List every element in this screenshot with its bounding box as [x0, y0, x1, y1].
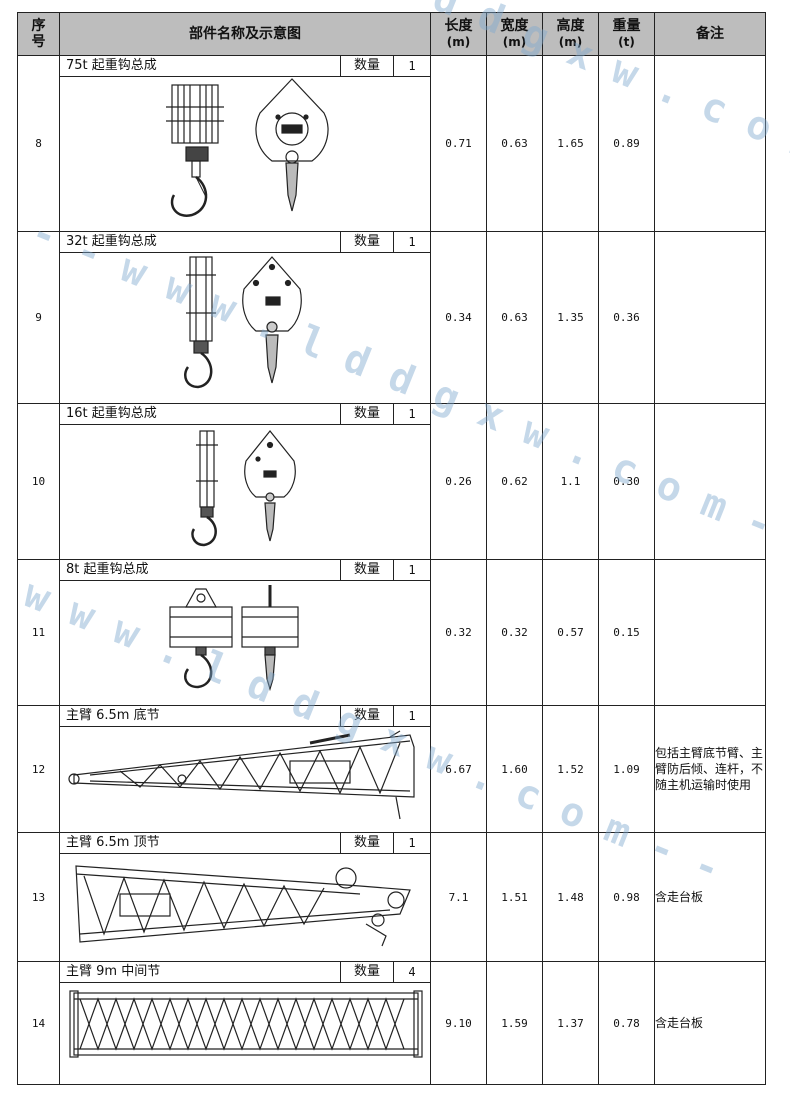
width-value: 0.32 — [486, 559, 543, 706]
remark-value — [654, 231, 766, 404]
hook-8t-drawing — [169, 585, 299, 692]
header-length: 长度(m) — [430, 12, 487, 56]
qty-value: 1 — [393, 56, 430, 76]
header-weight: 重量(t) — [598, 12, 655, 56]
length-value: 6.67 — [430, 705, 487, 833]
weight-value: 0.36 — [598, 231, 655, 404]
boom-top-section-drawing — [75, 865, 411, 947]
qty-label: 数量 — [340, 962, 393, 982]
hook-32t-drawing — [184, 256, 302, 389]
height-value: 1.65 — [542, 55, 599, 232]
remark-value — [654, 55, 766, 232]
width-value: 0.63 — [486, 231, 543, 404]
row-seq: 9 — [17, 231, 60, 404]
qty-value: 4 — [393, 962, 430, 982]
length-value: 0.32 — [430, 559, 487, 706]
height-value: 1.1 — [542, 403, 599, 560]
boom-intermediate-section-drawing — [69, 990, 423, 1058]
remark-value: 含走台板 — [654, 832, 766, 962]
qty-value: 1 — [393, 560, 430, 580]
height-value: 1.35 — [542, 231, 599, 404]
hook-16t-drawing — [191, 430, 296, 547]
part-name: 32t 起重钩总成 — [66, 234, 157, 249]
parts-table: 序 号 部件名称及示意图 长度(m) 宽度(m) 高度(m) 重量(t) 备注 … — [17, 12, 766, 1085]
width-value: 1.51 — [486, 832, 543, 962]
remark-value — [654, 403, 766, 560]
part-name: 75t 起重钩总成 — [66, 58, 157, 73]
row-seq: 8 — [17, 55, 60, 232]
qty-label: 数量 — [340, 706, 393, 726]
boom-base-section-drawing — [68, 730, 415, 820]
row-seq: 12 — [17, 705, 60, 833]
remark-value: 含走台板 — [654, 961, 766, 1085]
qty-value: 1 — [393, 232, 430, 252]
part-name: 16t 起重钩总成 — [66, 406, 157, 421]
header-remark: 备注 — [654, 12, 766, 56]
remark-value: 包括主臂底节臂、主臂防后倾、连杆，不随主机运输时使用 — [654, 705, 766, 833]
qty-value: 1 — [393, 833, 430, 853]
height-value: 1.48 — [542, 832, 599, 962]
height-value: 1.37 — [542, 961, 599, 1085]
qty-label: 数量 — [340, 560, 393, 580]
length-value: 0.34 — [430, 231, 487, 404]
qty-label: 数量 — [340, 404, 393, 424]
length-value: 0.71 — [430, 55, 487, 232]
part-name: 主臂 9m 中间节 — [66, 964, 161, 979]
table-header-row: 序 号 部件名称及示意图 长度(m) 宽度(m) 高度(m) 重量(t) 备注 — [17, 12, 766, 56]
height-value: 0.57 — [542, 559, 599, 706]
part-name: 8t 起重钩总成 — [66, 562, 149, 577]
length-value: 0.26 — [430, 403, 487, 560]
weight-value: 0.15 — [598, 559, 655, 706]
part-name: 主臂 6.5m 底节 — [66, 708, 160, 723]
qty-label: 数量 — [340, 833, 393, 853]
width-value: 1.59 — [486, 961, 543, 1085]
header-name: 部件名称及示意图 — [59, 12, 431, 56]
width-value: 1.60 — [486, 705, 543, 833]
header-seq: 序 号 — [17, 12, 60, 56]
qty-value: 1 — [393, 404, 430, 424]
row-seq: 13 — [17, 832, 60, 962]
row-seq: 10 — [17, 403, 60, 560]
weight-value: 0.89 — [598, 55, 655, 232]
weight-value: 0.98 — [598, 832, 655, 962]
header-height: 高度(m) — [542, 12, 599, 56]
remark-value — [654, 559, 766, 706]
length-value: 9.10 — [430, 961, 487, 1085]
part-name: 主臂 6.5m 顶节 — [66, 835, 160, 850]
height-value: 1.52 — [542, 705, 599, 833]
weight-value: 1.09 — [598, 705, 655, 833]
weight-value: 0.78 — [598, 961, 655, 1085]
length-value: 7.1 — [430, 832, 487, 962]
row-seq: 11 — [17, 559, 60, 706]
width-value: 0.63 — [486, 55, 543, 232]
header-width: 宽度(m) — [486, 12, 543, 56]
weight-value: 0.30 — [598, 403, 655, 560]
width-value: 0.62 — [486, 403, 543, 560]
qty-label: 数量 — [340, 232, 393, 252]
qty-label: 数量 — [340, 56, 393, 76]
hook-75t-drawing — [166, 78, 329, 217]
row-seq: 14 — [17, 961, 60, 1085]
qty-value: 1 — [393, 706, 430, 726]
